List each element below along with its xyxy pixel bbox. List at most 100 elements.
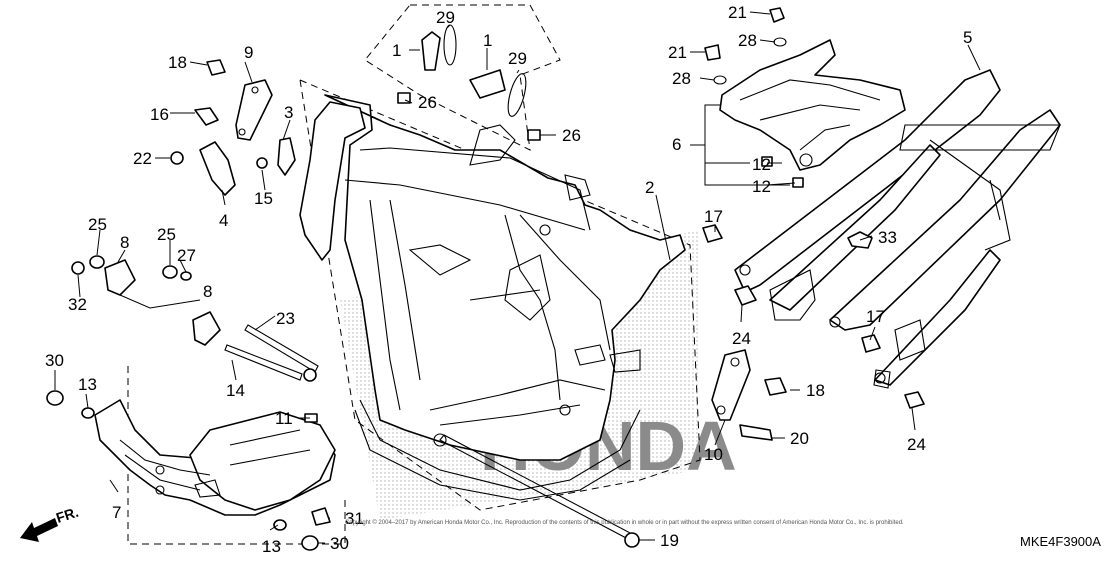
- part-31-bolt: [311, 507, 331, 526]
- callout-24b: 24: [907, 435, 926, 454]
- part-1-clip-a: [421, 31, 441, 71]
- callout-25a: 25: [88, 215, 107, 234]
- callout-29a: 29: [436, 8, 455, 27]
- callout-4: 4: [219, 211, 228, 230]
- part-17-bolt-a: [702, 224, 723, 243]
- callout-10: 10: [704, 445, 723, 464]
- callout-12a: 12: [752, 155, 771, 174]
- part-24-bolt-a: [734, 285, 757, 306]
- callout-21a: 21: [728, 3, 747, 22]
- part-17-bolt-b: [861, 334, 881, 353]
- part-9-plate: [235, 79, 273, 141]
- part-13-collar-b: [273, 519, 287, 531]
- callout-26b: 26: [562, 126, 581, 145]
- part-15-bolt: [256, 157, 268, 169]
- callout-17a: 17: [704, 207, 723, 226]
- part-12-nut-a: [761, 156, 773, 167]
- part-3-clip: [277, 137, 296, 176]
- leader-lines: [54, 11, 981, 544]
- callout-12b: 12: [752, 177, 771, 196]
- part-26-collar-a: [397, 92, 411, 104]
- part-25-nut-b: [162, 265, 178, 279]
- part-21-bolt-a: [769, 7, 785, 23]
- part-4-bracket: [199, 141, 236, 196]
- callout-7: 7: [112, 503, 121, 522]
- callout-13a: 13: [78, 375, 97, 394]
- engine-hanger: [711, 349, 751, 421]
- part-32-nut: [71, 261, 85, 275]
- callout-29b: 29: [508, 49, 527, 68]
- callout-14: 14: [226, 381, 245, 400]
- part-13-collar-a: [81, 407, 95, 419]
- front-arrow-icon: [20, 518, 58, 542]
- skid-plate: [94, 399, 336, 516]
- part-8-plate-b: [192, 311, 221, 346]
- callouts: 1 1 2 3 4 5 6 7 8 8 9 10 11 12 12 13 13 …: [45, 3, 972, 556]
- callout-18b: 18: [806, 381, 825, 400]
- callout-27: 27: [177, 246, 196, 265]
- callout-30a: 30: [45, 351, 64, 370]
- callout-8b: 8: [203, 282, 212, 301]
- callout-2: 2: [645, 178, 654, 197]
- callout-31: 31: [345, 509, 364, 528]
- callout-6: 6: [672, 135, 681, 154]
- part-20-bolt: [739, 424, 773, 441]
- part-27-washer: [180, 271, 192, 281]
- callout-24a: 24: [732, 329, 751, 348]
- callout-13b: 13: [262, 537, 281, 556]
- callout-32: 32: [68, 295, 87, 314]
- callout-30b: 30: [330, 534, 349, 553]
- callout-5: 5: [963, 28, 972, 47]
- callout-20: 20: [790, 429, 809, 448]
- front-direction-indicator: FR.: [20, 504, 80, 542]
- main-frame: [299, 94, 686, 501]
- part-22-bolt: [170, 151, 184, 165]
- part-12-nut-b: [792, 177, 804, 188]
- part-18-bolt-b: [764, 377, 787, 396]
- callout-8a: 8: [120, 233, 129, 252]
- front-label: FR.: [54, 504, 80, 526]
- part-29-band-b: [507, 73, 527, 117]
- group-box-tank-mount: [364, 4, 561, 151]
- part-30-nut-b: [301, 535, 319, 551]
- part-29-band-a: [443, 24, 457, 66]
- rear-subframe: [734, 69, 1061, 389]
- part-28-washer-b: [713, 75, 727, 85]
- callout-23: 23: [276, 309, 295, 328]
- diagram-code: MKE4F3900A: [1020, 534, 1101, 549]
- seat-bracket: [719, 39, 906, 171]
- callout-3: 3: [284, 103, 293, 122]
- callout-21b: 21: [668, 43, 687, 62]
- part-8-plate-a: [104, 259, 136, 296]
- callout-1b: 1: [483, 31, 492, 50]
- copyright-notice: Copyright © 2004–2017 by American Honda …: [345, 519, 904, 526]
- callout-17b: 17: [866, 307, 885, 326]
- part-24-bolt-b: [904, 391, 925, 409]
- part-21-bolt-b: [704, 44, 721, 61]
- part-14-bolt: [224, 344, 303, 381]
- tank-mount-bracket: [469, 124, 516, 166]
- part-26-collar-b: [527, 129, 541, 141]
- callout-1a: 1: [392, 41, 401, 60]
- callout-26a: 26: [418, 93, 437, 112]
- steering-head: [299, 101, 366, 261]
- callout-11: 11: [275, 409, 293, 428]
- callout-22: 22: [133, 149, 152, 168]
- callout-28a: 28: [738, 31, 757, 50]
- callout-9: 9: [244, 43, 253, 62]
- part-1-clip-b: [469, 69, 506, 99]
- callout-16: 16: [150, 105, 169, 124]
- callout-15: 15: [254, 189, 273, 208]
- callout-33: 33: [878, 228, 897, 247]
- callout-25b: 25: [157, 225, 176, 244]
- part-23-bolt: [244, 324, 319, 373]
- part-16-bolt: [194, 107, 219, 126]
- callout-19: 19: [660, 531, 679, 550]
- callout-28b: 28: [672, 69, 691, 88]
- group-box-main-frame: [299, 79, 701, 511]
- part-30-nut-a: [46, 390, 64, 406]
- part-28-washer-a: [773, 37, 787, 47]
- part-25-nut-a: [89, 255, 105, 269]
